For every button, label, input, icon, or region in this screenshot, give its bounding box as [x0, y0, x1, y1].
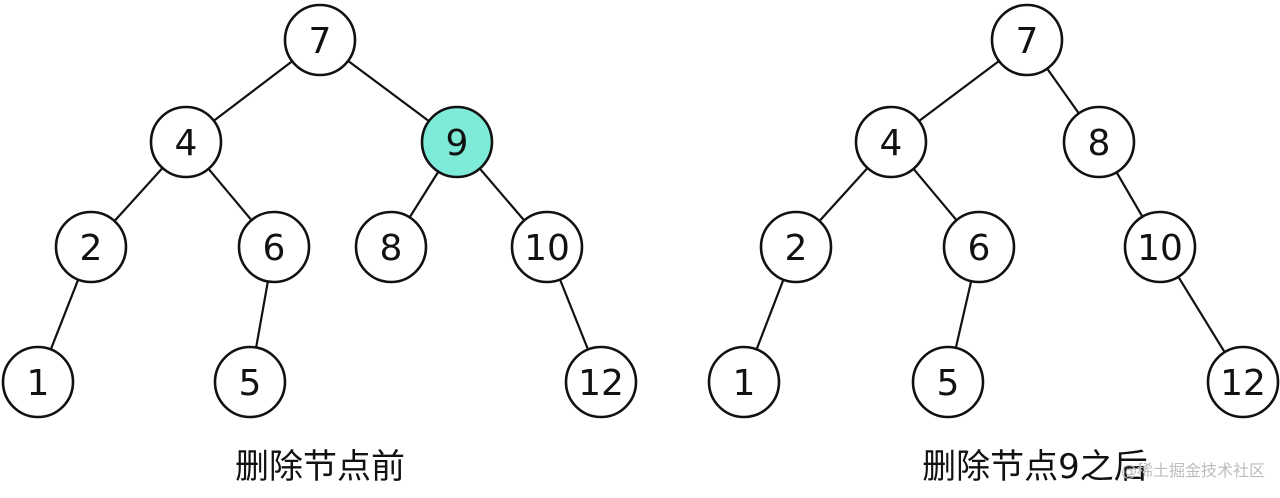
edge-n4-n6 [207, 168, 253, 221]
tree-after-deletion: 7 4 8 2 6 10 1 5 12 删除节点9之后 [707, 3, 1280, 487]
node-label: 7 [1016, 21, 1039, 62]
node-label: 2 [80, 228, 103, 269]
node-label: 4 [880, 123, 903, 164]
node-circle [510, 210, 584, 284]
node-label: 1 [733, 363, 756, 404]
node-circle [149, 105, 223, 179]
tree-node-5: 5 [911, 345, 985, 419]
edge-n10-n12 [558, 279, 590, 350]
node-circle [911, 345, 985, 419]
node-circle [1062, 105, 1136, 179]
tree-node-4: 4 [149, 105, 223, 179]
nodes-before: 7 4 9 2 6 8 10 1 5 12 [1, 3, 638, 419]
node-circle [854, 105, 928, 179]
tree-before-deletion: 7 4 9 2 6 8 10 1 5 12 删除节点前 [1, 3, 638, 487]
tree-node-6: 6 [237, 210, 311, 284]
watermark: @稀土掘金技术社区 [1121, 461, 1265, 480]
node-circle [54, 210, 128, 284]
edge-m4-m6 [912, 168, 958, 221]
node-circle [1206, 345, 1280, 419]
edges-before [49, 60, 590, 350]
tree-node-10: 10 [510, 210, 584, 284]
tree-node-2: 2 [54, 210, 128, 284]
node-label: 10 [524, 228, 570, 269]
tree-node-5: 5 [213, 345, 287, 419]
caption-after: 删除节点9之后 [922, 447, 1148, 487]
tree-node-1: 1 [707, 345, 781, 419]
edge-m2-m1 [755, 279, 785, 350]
edge-n6-n5 [255, 281, 269, 348]
caption-before: 删除节点前 [235, 447, 405, 487]
edge-m10-m12 [1177, 276, 1226, 353]
edge-n7-n4 [213, 60, 293, 122]
node-label: 10 [1137, 228, 1183, 269]
node-circle [564, 345, 638, 419]
node-circle [283, 3, 357, 77]
node-label: 6 [968, 228, 991, 269]
nodes-after: 7 4 8 2 6 10 1 5 12 [707, 3, 1280, 419]
node-circle [237, 210, 311, 284]
node-circle [990, 3, 1064, 77]
edge-m7-m8 [1046, 67, 1080, 115]
node-circle [1123, 210, 1197, 284]
node-label: 12 [578, 363, 624, 404]
edge-m7-m4 [918, 60, 1000, 122]
node-label: 4 [175, 123, 198, 164]
tree-node-7: 7 [990, 3, 1064, 77]
tree-node-8: 8 [354, 210, 428, 284]
node-circle [420, 105, 494, 179]
node-circle [1, 345, 75, 419]
node-label: 5 [937, 363, 960, 404]
node-label: 8 [380, 228, 403, 269]
edge-n4-n2 [113, 167, 164, 222]
tree-node-7: 7 [283, 3, 357, 77]
edge-m8-m10 [1115, 171, 1144, 218]
node-label: 2 [785, 228, 808, 269]
node-circle [213, 345, 287, 419]
tree-node-6: 6 [942, 210, 1016, 284]
edge-m4-m2 [818, 167, 869, 222]
node-label: 8 [1088, 123, 1111, 164]
edge-n9-n8 [408, 171, 440, 218]
node-circle [354, 210, 428, 284]
tree-node-1: 1 [1, 345, 75, 419]
node-circle [942, 210, 1016, 284]
tree-node-4: 4 [854, 105, 928, 179]
node-label: 5 [239, 363, 262, 404]
edges-after [755, 60, 1226, 353]
tree-node-2: 2 [759, 210, 833, 284]
node-label: 12 [1220, 363, 1266, 404]
tree-node-10: 10 [1123, 210, 1197, 284]
edge-n2-n1 [49, 279, 80, 350]
node-label: 1 [27, 363, 50, 404]
node-label: 9 [446, 123, 469, 164]
tree-node-12: 12 [564, 345, 638, 419]
node-circle [759, 210, 833, 284]
tree-node-8: 8 [1062, 105, 1136, 179]
tree-node-9: 9 [420, 105, 494, 179]
node-label: 6 [263, 228, 286, 269]
node-label: 7 [309, 21, 332, 62]
edge-n9-n10 [478, 167, 526, 222]
node-circle [707, 345, 781, 419]
edge-m6-m5 [954, 280, 973, 349]
tree-node-12: 12 [1206, 345, 1280, 419]
edge-n7-n9 [347, 60, 430, 122]
